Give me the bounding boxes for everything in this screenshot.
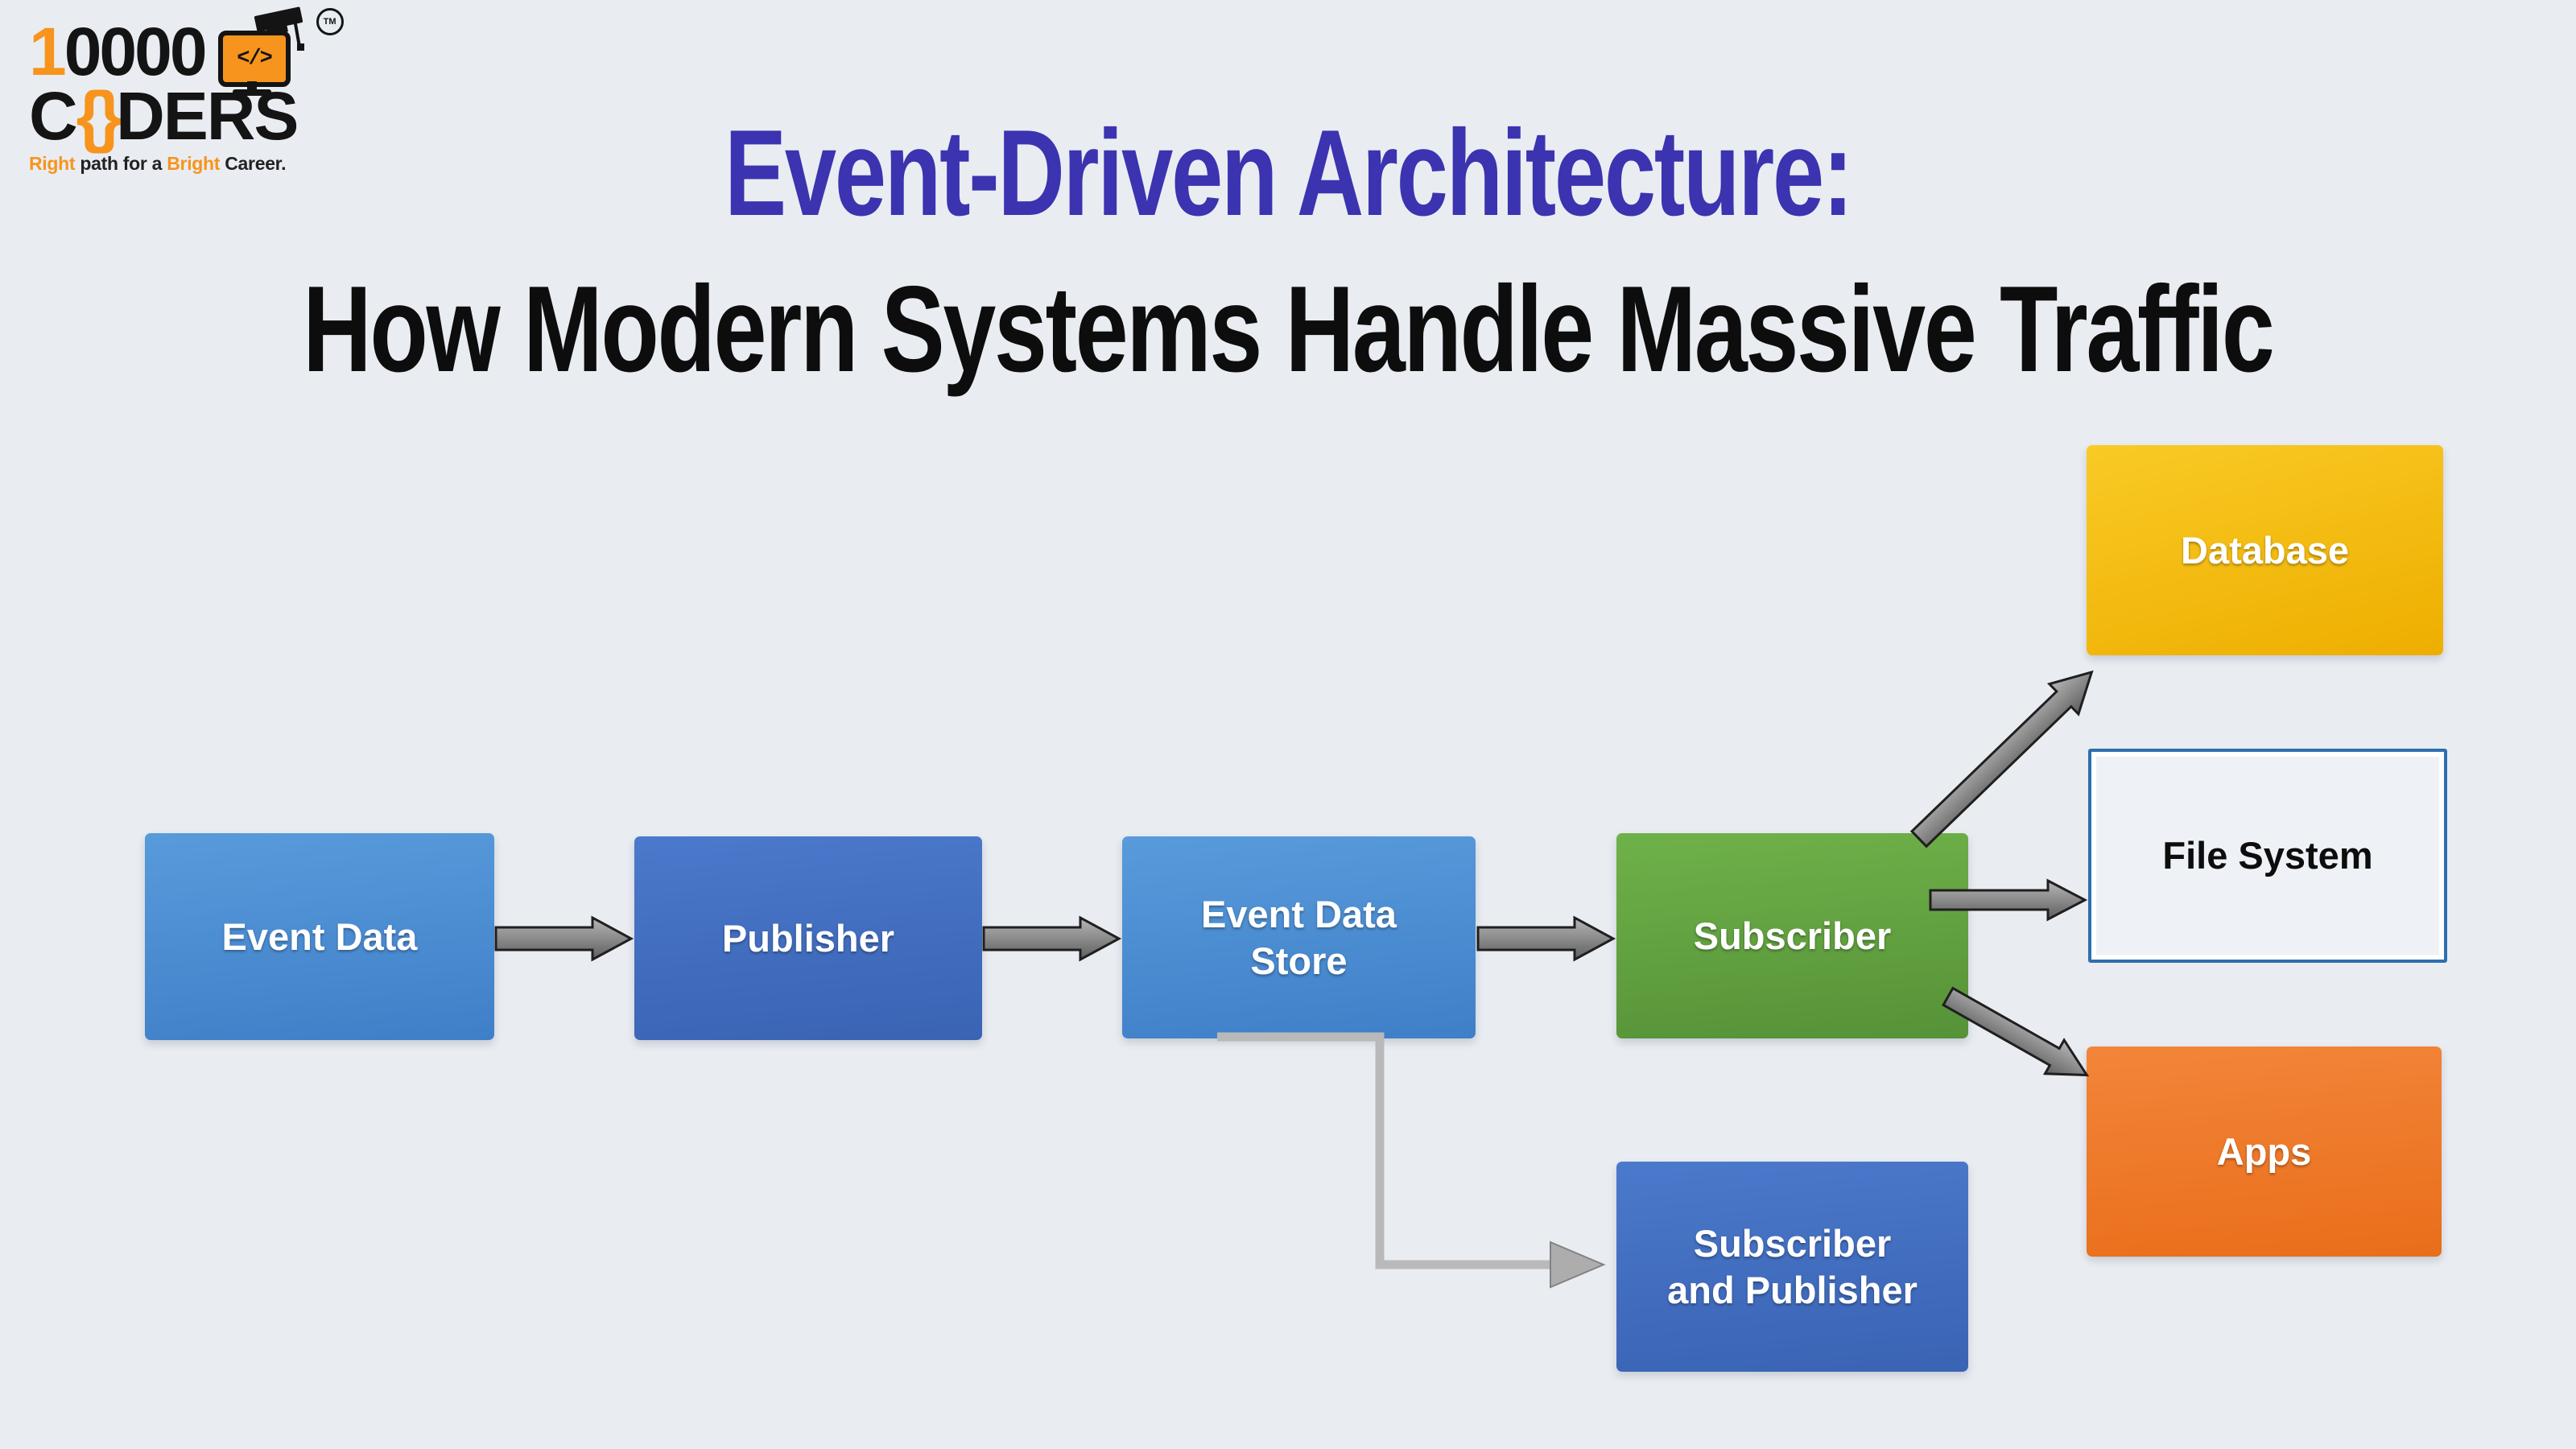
graduation-cap-tassel-end	[296, 43, 304, 51]
node-apps-label: Apps	[2216, 1129, 2312, 1173]
brand-number-rest: 0000	[64, 14, 208, 89]
brand-number: 10000	[29, 13, 208, 90]
node-subscriber-and-publisher-label-line1: Subscriber	[1693, 1222, 1892, 1265]
brand-tagline: Right path for a Bright Career.	[29, 153, 367, 175]
node-subscriber-and-publisher: Subscriber and Publisher	[1616, 1162, 1968, 1372]
connector-eventdata-to-publisher	[494, 915, 634, 962]
node-subscriber: Subscriber	[1616, 833, 1968, 1038]
node-event-data-label: Event Data	[221, 914, 418, 958]
page-title-accent-text: Event-Driven Architecture:	[724, 105, 1853, 242]
node-database: Database	[2087, 445, 2443, 655]
node-subscriber-label: Subscriber	[1693, 914, 1892, 957]
brand-logo: 10000 </> TM C{}DERS Right path for a Br…	[29, 6, 367, 175]
connector-store-to-subpub-arrowhead	[1550, 1241, 1606, 1289]
node-event-data-store-label-line1: Event Data	[1201, 893, 1397, 936]
node-event-data-store-label-line2: Store	[1250, 939, 1348, 982]
node-file-system: File System	[2088, 749, 2447, 963]
graduation-cap-tassel	[293, 20, 301, 46]
tagline-part: path for a	[75, 153, 167, 174]
monitor-screen: </>	[217, 31, 291, 87]
node-file-system-label: File System	[2162, 834, 2373, 877]
brand-logo-top-row: 10000 </> TM	[29, 6, 367, 96]
monitor-stand	[246, 81, 257, 91]
node-event-data-store: Event Data Store	[1122, 836, 1476, 1038]
connector-subscriber-to-database	[1909, 670, 2094, 848]
node-apps: Apps	[2087, 1046, 2442, 1257]
node-database-label: Database	[2181, 528, 2349, 572]
tagline-part: Bright	[167, 153, 221, 174]
node-event-data: Event Data	[145, 833, 494, 1040]
monitor-base	[232, 89, 271, 96]
tagline-part: Right	[29, 153, 76, 174]
node-publisher-label: Publisher	[721, 916, 895, 960]
connector-store-to-subpub-line	[1217, 1032, 1554, 1269]
brand-word-braces: {}	[76, 78, 122, 154]
connector-publisher-to-store	[982, 915, 1122, 962]
node-subscriber-and-publisher-label-line2: and Publisher	[1667, 1268, 1918, 1311]
trademark-icon: TM	[316, 8, 344, 35]
connector-store-to-subscriber	[1476, 915, 1616, 962]
page-title-accent: Event-Driven Architecture:	[0, 103, 2576, 244]
brand-word-prefix: C	[29, 78, 78, 154]
node-publisher: Publisher	[634, 836, 982, 1040]
monitor-code-icon: </> TM	[213, 6, 344, 96]
brand-number-accent: 1	[29, 14, 67, 89]
page-title-main-text: How Modern Systems Handle Massive Traffi…	[303, 261, 2275, 398]
page-title-main: How Modern Systems Handle Massive Traffi…	[0, 259, 2576, 400]
tagline-part: Career.	[220, 153, 287, 174]
code-glyph: </>	[237, 47, 273, 71]
